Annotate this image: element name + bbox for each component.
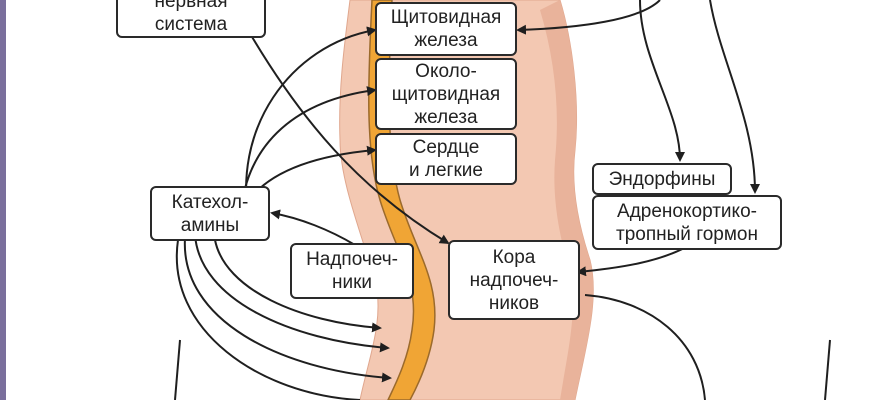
arrow-top-to-acth — [709, 0, 760, 194]
parathyroid-line1: Около- — [415, 60, 477, 82]
arrow-top-to-thyroid — [516, 0, 661, 35]
adrenals-line1: Надпочеч- — [306, 249, 398, 270]
acth-line2: тропный гормон — [616, 223, 758, 245]
thyroid-line2: железа — [414, 30, 478, 51]
arrow-to-body-3 — [175, 239, 361, 400]
arrow-to-body-2 — [183, 237, 392, 383]
adrenals-line2: ники — [331, 272, 373, 293]
heart-lungs-box: Сердце и легкие — [375, 133, 517, 185]
nervous-system-line2: система — [154, 14, 228, 35]
arrow-to-body-4 — [214, 239, 382, 333]
thyroid-box: Щитовидная железа — [375, 2, 517, 56]
adrenals-box: Надпочеч- ники — [290, 243, 414, 299]
adrenal-cortex-line1: Кора — [492, 246, 536, 268]
arrow-adrenals-to-catecholamines — [270, 209, 356, 246]
parathyroid-line2: щитовидная — [391, 83, 501, 105]
arrow-to-body-1 — [194, 234, 390, 353]
endorphins-line1: Эндорфины — [608, 168, 716, 190]
arrow-lower-right — [824, 339, 831, 400]
catecholamines-line2: амины — [180, 214, 240, 236]
arrow-top-to-endorphins — [639, 0, 685, 162]
catecholamines-box: Катехол- амины — [150, 186, 270, 241]
nervous-system-box: нервная система — [116, 0, 266, 38]
thyroid-line1: Щитовидная — [390, 7, 502, 28]
adrenal-cortex-line2: надпочеч- — [469, 269, 559, 291]
arrow-cortex-out — [584, 294, 706, 400]
arrow-nervous-to-cortex — [244, 24, 450, 245]
endorphins-box: Эндорфины — [592, 163, 732, 195]
arrow-acth-to-cortex — [576, 244, 691, 277]
left-edge-strip — [0, 0, 6, 400]
heart-lungs-line2: и легкие — [409, 160, 483, 181]
adrenal-cortex-line3: ников — [488, 292, 540, 314]
acth-line1: Адренокортико- — [617, 200, 757, 222]
parathyroid-box: Около- щитовидная железа — [375, 58, 517, 130]
adrenal-cortex-box: Кора надпочеч- ников — [448, 240, 580, 320]
nervous-system-line1: нервная — [154, 0, 228, 12]
parathyroid-line3: железа — [414, 106, 478, 128]
arrows — [174, 0, 831, 400]
catecholamines-line1: Катехол- — [171, 191, 249, 213]
heart-lungs-line1: Сердце — [412, 137, 480, 158]
arrow-left-down — [174, 339, 181, 400]
acth-box: Адренокортико- тропный гормон — [592, 195, 782, 250]
